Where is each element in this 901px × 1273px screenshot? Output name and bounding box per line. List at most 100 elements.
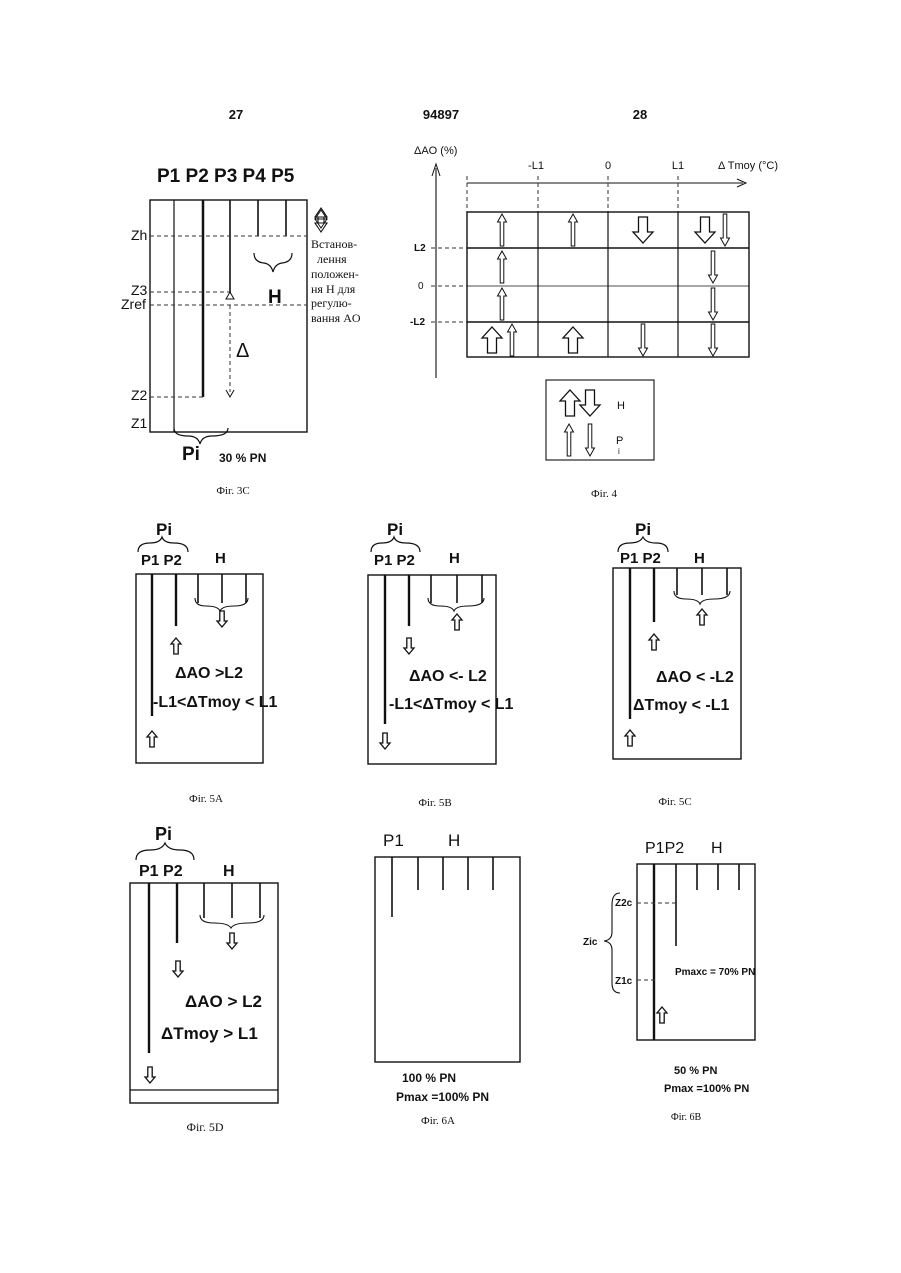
fig5a-pi-brace [138,537,188,552]
down-arrow-icon [380,733,390,749]
fig5b-h-brace [428,598,484,611]
up-arrow-icon [508,324,517,356]
fig6b-power: 50 % PN [674,1065,717,1077]
down-arrow-icon [709,251,718,283]
fig5c-h: H [694,550,705,567]
fig6b-h: H [711,840,723,857]
fig5c-rods: P1 P2 [620,550,661,567]
fig5d-pi: Pi [155,824,172,844]
fig6b-pmax: Pmax =100% PN [664,1083,749,1095]
fig5b-h: H [449,550,460,567]
fig5d-cond-tmoy: ΔTmoy > L1 [161,1024,258,1043]
down-arrow-icon [709,288,718,320]
legend-up-arrow-icon [565,424,574,456]
fig6a-p1: P1 [383,831,404,850]
fig3c-z-label-z2: Z2 [131,387,148,403]
fig4-caption: Фіг. 4 [591,488,618,500]
down-arrow-icon [639,324,648,356]
down-arrow-icon [709,324,718,356]
fig4-arrow-matrix [482,214,730,356]
legend-down-arrow-icon [580,390,600,416]
fig5b-pi-brace [371,537,420,552]
down-arrow-icon [217,611,227,627]
up-arrow-icon [657,1007,667,1023]
fig6a-caption: Фіг. 6А [421,1115,455,1127]
fig5a-caption: Фіг. 5А [189,793,223,805]
fig3c-caption: Фіг. 3С [216,485,249,497]
fig4: ΔAO (%) Δ Tmoy (°C) -L1 0 L1 L2 0 -L2 H … [410,145,778,500]
fig6b: P1P2 H Z2c Z1c Zic Pmaxc = 70% PN 50 % P… [583,840,755,1123]
fig5a-rods: P1 P2 [141,552,182,569]
down-arrow-icon [633,217,653,243]
fig6b-rods: P1P2 [645,840,684,857]
up-arrow-icon [697,609,707,625]
up-arrow-icon [482,327,502,353]
fig5c-caption: Фіг. 5С [658,796,691,808]
up-arrow-icon [569,214,578,246]
page-number-left: 27 [229,107,243,122]
fig5a-cond-ao: ΔAO >L2 [175,665,243,682]
up-arrow-icon [625,730,635,746]
fig4-y-tick-label: L2 [414,243,426,254]
up-arrow-icon [147,731,157,747]
fig3c-pi-label: Pi [182,444,200,465]
fig4-legend-box [546,380,654,460]
fig6b-arrows [657,1007,667,1023]
fig4-x-tick-label: -L1 [528,160,544,172]
fig5c-cond-ao: ΔAO < -L2 [656,669,734,686]
fig5d-rods: P1 P2 [139,863,183,880]
fig6b-z2c: Z2c [615,898,633,909]
down-arrow-icon [695,217,715,243]
fig5b-pi: Pi [387,520,403,539]
fig5d-pi-brace [136,843,194,860]
legend-down-arrow-icon [586,424,595,456]
fig5c-cond-tmoy: ΔTmoy < -L1 [633,697,730,714]
fig5a: Pi P1 P2 H ΔAO >L2 -L1<ΔTmoy < L1 Фіг. 5… [136,520,278,805]
page-header: 27 94897 28 [229,107,647,122]
up-arrow-icon [649,634,659,650]
fig6b-pmaxc: Pmaxc = 70% PN [675,967,755,978]
fig3c-z3-marker [226,292,234,299]
up-arrow-icon [452,614,462,630]
fig5b-cond-ao: ΔAO <- L2 [409,668,487,685]
down-arrow-icon [173,961,183,977]
fig5b-rods: P1 P2 [374,552,415,569]
fig5a-pi: Pi [156,520,172,539]
fig4-x-tick-label: 0 [605,160,611,172]
fig6a-power: 100 % PN [402,1071,456,1085]
fig5c: Pi P1 P2 H ΔAO < -L2 ΔTmoy < -L1 Фіг. 5С [613,520,741,808]
fig3c-rod-labels: P1 P2 P3 P4 P5 [157,166,295,187]
fig5d-caption: Фіг. 5D [186,1120,223,1134]
fig4-legend-p-sub: i [618,447,620,456]
up-arrow-icon [498,288,507,320]
fig3c-z-label-zref: Zref [121,296,146,312]
down-arrow-icon [721,214,730,246]
fig3c-note-line: лення [317,252,347,266]
fig4-legend-p: P [616,435,623,447]
fig6a-pmax: Pmax =100% PN [396,1090,489,1104]
fig3c-note-line: вання AO [311,311,361,325]
fig6a-h: H [448,831,460,850]
fig4-legend-h: H [617,400,625,412]
fig3c-double-arrow-icon [315,208,327,232]
fig3c-z-label-zh: Zh [131,227,147,243]
fig4-x-axis-label: Δ Tmoy (°C) [718,160,778,172]
fig6b-zic: Zic [583,937,598,948]
fig5d-h: H [223,863,235,880]
fig4-legend-arrows [560,390,600,456]
fig3c-note-line: регулю- [311,296,352,310]
fig3c-z-label-z1: Z1 [131,415,148,431]
down-arrow-icon [404,638,414,654]
fig3c-note-line: положен- [311,267,359,281]
fig4-y-axis-label: ΔAO (%) [414,145,457,157]
fig6b-caption: Фіг. 6В [671,1112,702,1123]
up-arrow-icon [171,638,181,654]
fig5a-h: H [215,550,226,567]
down-arrow-icon [227,933,237,949]
fig3c-delta-label: Δ [236,340,249,362]
page-number-right: 28 [633,107,647,122]
fig4-y-tick-label: -L2 [410,317,425,328]
fig5d-cond-ao: ΔAO > L2 [185,992,262,1011]
legend-up-arrow-icon [560,390,580,416]
